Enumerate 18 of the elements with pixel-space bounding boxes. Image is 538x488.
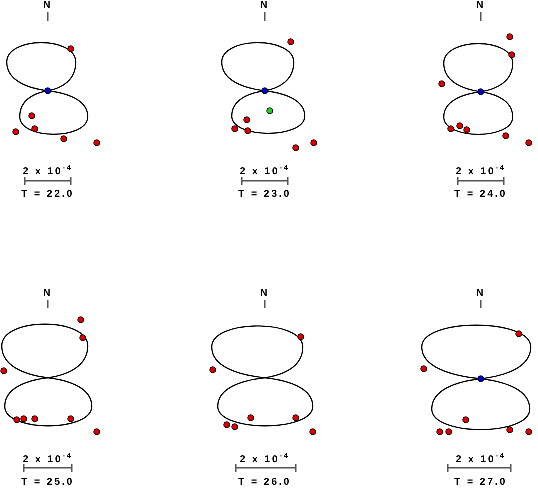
- time-label: T = 23.0: [238, 189, 292, 200]
- scale-label: 2 x 10$^{-4}$: [240, 164, 290, 178]
- scale-label: 2 x 10$^{-4}$: [456, 452, 506, 466]
- compass-label: N: [476, 288, 486, 299]
- compass-label: N: [260, 288, 270, 299]
- compass-label: N: [476, 0, 486, 11]
- scale-label: 2 x 10$^{-4}$: [456, 164, 506, 178]
- time-label: T = 26.0: [238, 477, 292, 488]
- time-label: T = 22.0: [22, 189, 74, 200]
- scale-label: 2 x 10$^{-4}$: [22, 164, 74, 178]
- time-label: T = 27.0: [454, 477, 508, 488]
- scale-label: 2 x 10$^{-4}$: [22, 452, 74, 466]
- compass-label: N: [43, 288, 53, 299]
- compass-label: N: [43, 0, 53, 11]
- time-label: T = 24.0: [454, 189, 508, 200]
- scale-label: 2 x 10$^{-4}$: [240, 452, 290, 466]
- time-label: T = 25.0: [22, 477, 74, 488]
- compass-label: N: [260, 0, 270, 11]
